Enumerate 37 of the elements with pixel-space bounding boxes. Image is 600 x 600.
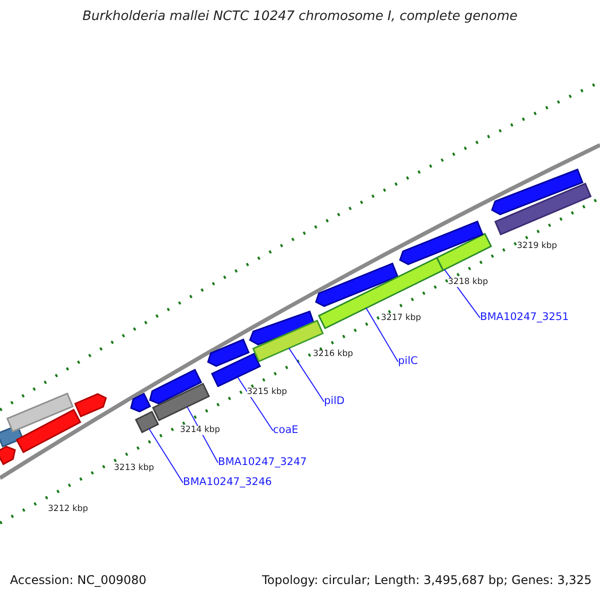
gene-marker xyxy=(211,352,261,388)
gene-marker xyxy=(491,168,584,216)
gene-marker xyxy=(149,368,202,404)
gene-marker xyxy=(436,232,492,272)
scale-label: 3218 kbp xyxy=(448,278,488,288)
gene-label: pilD xyxy=(324,396,345,408)
title: Burkholderia mallei NCTC 10247 chromosome I, complete genome xyxy=(81,10,519,24)
gene-label: BMA10247_3251 xyxy=(480,312,569,324)
gene-label: BMA10247_3247 xyxy=(218,457,307,469)
scale-label: 3214 kbp xyxy=(180,426,220,436)
gene-marker xyxy=(318,256,444,330)
gene-marker xyxy=(0,446,16,466)
footer-text: Accession: NC_009080 xyxy=(10,574,146,588)
scale-label: 3212 kbp xyxy=(48,505,88,514)
gene-marker xyxy=(207,338,250,367)
scale-label: 3213 kbp xyxy=(114,464,154,474)
gene-marker xyxy=(152,382,210,422)
leader-line xyxy=(148,428,184,484)
gene-marker xyxy=(494,182,592,236)
leader-line xyxy=(366,308,398,362)
scale-label: 3217 kbp xyxy=(381,314,422,324)
scale-label: 3219 kbp xyxy=(517,242,558,252)
gene-marker xyxy=(399,220,484,266)
gene-marker xyxy=(134,410,160,434)
gene-label: coaE xyxy=(273,425,298,437)
gene-label: pilC xyxy=(398,356,418,368)
footer-text: Topology: circular; Length: 3,495,687 bp; Genes: 3,325 xyxy=(262,574,592,588)
gene-marker xyxy=(315,262,399,308)
gene-label: BMA10247_3246 xyxy=(183,477,272,489)
scale-label: 3216 kbp xyxy=(313,350,354,360)
leader-line xyxy=(237,376,274,432)
gene-marker xyxy=(16,408,82,454)
gene-marker xyxy=(74,393,107,418)
scale-label: 3215 kbp xyxy=(247,388,288,398)
gene-marker xyxy=(6,392,74,432)
leader-line xyxy=(288,348,324,402)
gene-marker xyxy=(130,392,152,412)
